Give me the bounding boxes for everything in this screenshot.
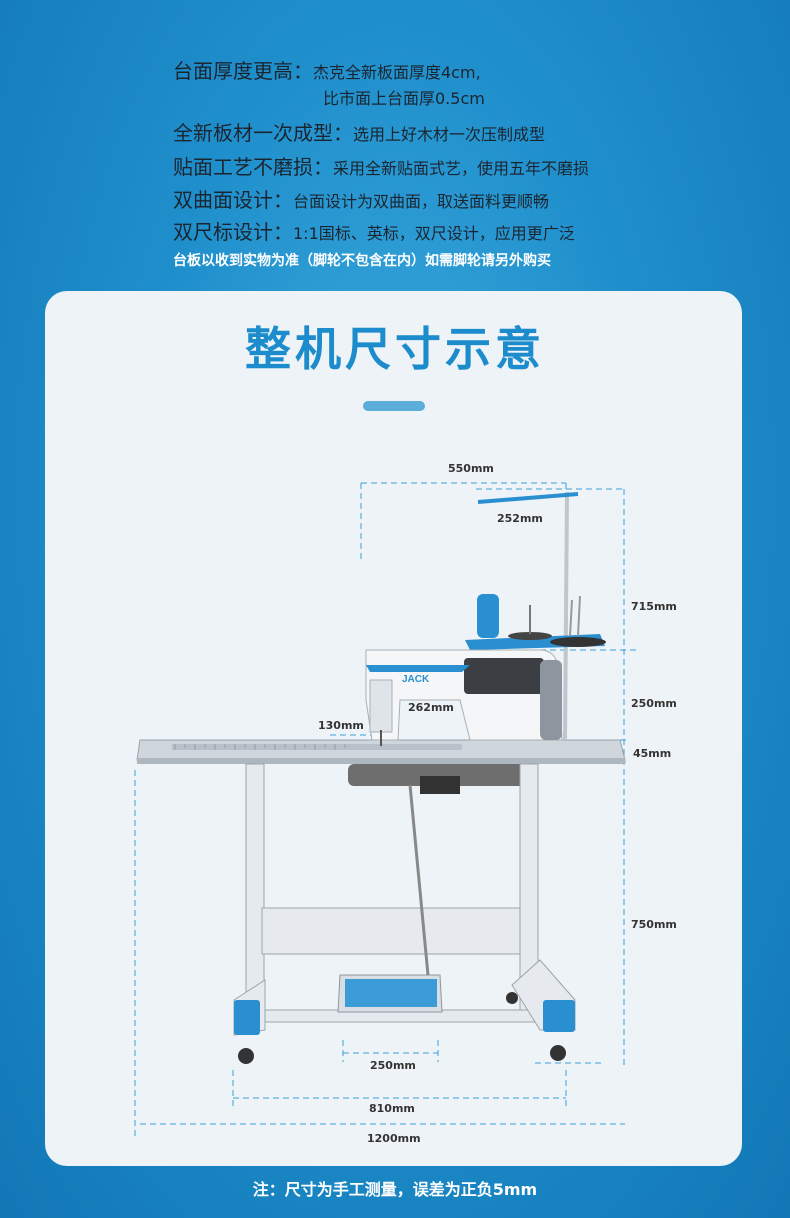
motor-box [348, 764, 526, 794]
feature-value: 1:1国标、英标，双尺设计，应用更广泛 [293, 224, 575, 243]
feature-item: 贴面工艺不磨损：采用全新贴面式艺，使用五年不磨损 [173, 151, 589, 180]
feature-value: 比市面上台面厚0.5cm [323, 89, 485, 108]
dim-thread-stand-width: 550mm [448, 462, 494, 475]
feature-item: 双曲面设计：台面设计为双曲面，取送面料更顺畅 [173, 184, 549, 213]
title-underline [363, 401, 425, 411]
feature-value: 台面设计为双曲面，取送面料更顺畅 [293, 192, 550, 211]
dim-leg-height: 750mm [631, 918, 677, 931]
feature-item: 台面厚度更高：杰克全新板面厚度4cm, [173, 55, 481, 84]
table-frame [233, 763, 576, 1036]
feature-note: 台板以收到实物为准（脚轮不包含在内）如需脚轮请另外购买 [173, 253, 551, 269]
feature-item: 比市面上台面厚0.5cm [323, 85, 485, 109]
feature-key: 双曲面设计： [173, 188, 293, 212]
dim-head-height: 250mm [631, 697, 677, 710]
sewing-head [365, 649, 563, 746]
feature-key: 贴面工艺不磨损： [173, 155, 333, 179]
feature-key: 全新板材一次成型： [173, 121, 353, 145]
dim-stand-height: 715mm [631, 600, 677, 613]
feature-key: 双尺标设计： [173, 220, 293, 244]
feature-key: 台面厚度更高： [173, 59, 313, 83]
feature-item: 双尺标设计：1:1国标、英标，双尺设计，应用更广泛 [173, 216, 575, 245]
dim-table-width: 1200mm [367, 1132, 421, 1145]
dim-head-length: 262mm [408, 701, 454, 714]
footer-note: 注：尺寸为手工测量，误差为正负5mm [252, 1180, 538, 1199]
thread-stand [465, 491, 606, 741]
feature-value: 杰克全新板面厚度4cm, [313, 63, 481, 82]
frame-feet [234, 1000, 575, 1035]
machine-brand: JACK [402, 674, 430, 685]
feature-item: 全新板材一次成型：选用上好木材一次压制成型 [173, 117, 545, 146]
dimension-guides [134, 482, 638, 1140]
dim-table-thickness: 45mm [633, 747, 672, 760]
card-title: 整机尺寸示意 [245, 322, 545, 376]
foot-pedal [337, 784, 443, 1013]
casters [238, 992, 566, 1064]
dim-arm-depth: 130mm [318, 719, 364, 732]
dim-thread-arm: 252mm [497, 512, 543, 525]
dim-frame-width: 810mm [369, 1102, 415, 1115]
feature-value: 选用上好木材一次压制成型 [353, 125, 546, 144]
dim-pedal-width: 250mm [370, 1059, 416, 1072]
table-top [136, 739, 626, 764]
feature-value: 采用全新贴面式艺，使用五年不磨损 [333, 159, 590, 178]
feature-list: 台面厚度更高：杰克全新板面厚度4cm, 比市面上台面厚0.5cm 全新板材一次成… [0, 0, 790, 285]
